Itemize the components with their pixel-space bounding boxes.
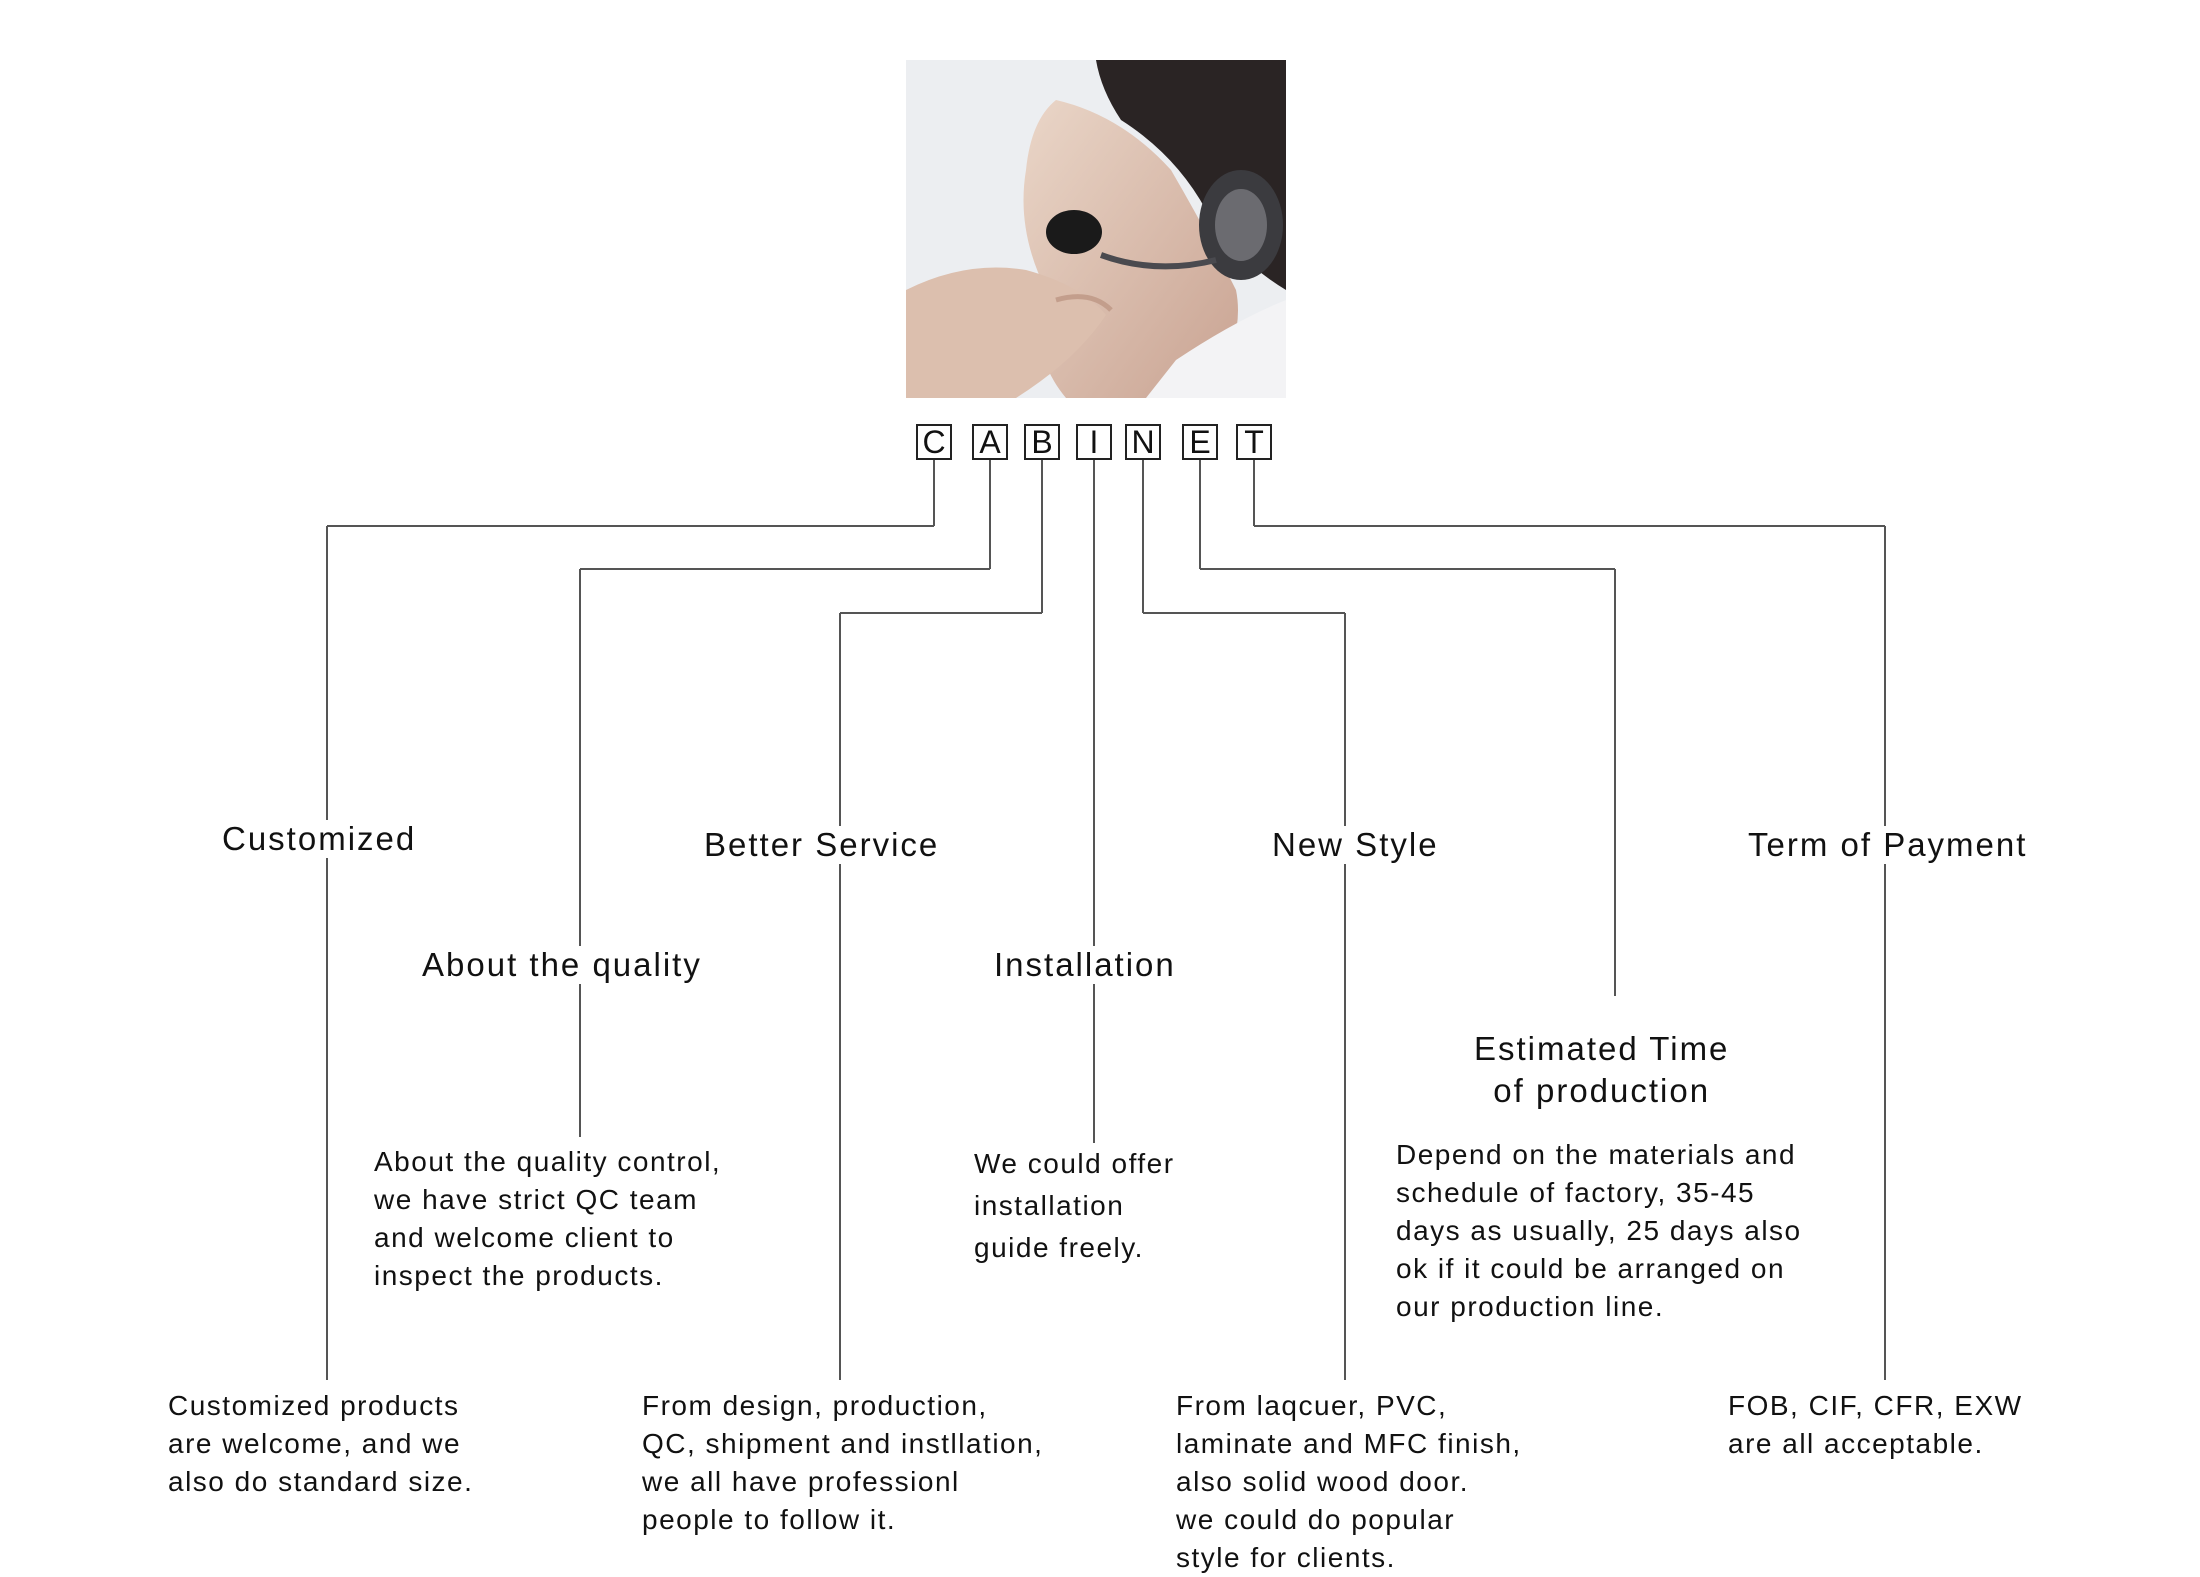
title-term-of-payment: Term of Payment <box>1744 826 2032 864</box>
support-agent-photo <box>906 60 1286 398</box>
desc-estimated-time: Depend on the materials and schedule of … <box>1396 1136 1802 1326</box>
letter-t: T <box>1236 424 1272 460</box>
title-about-quality: About the quality <box>418 946 706 984</box>
desc-about-quality: About the quality control, we have stric… <box>374 1143 722 1295</box>
desc-customized: Customized products are welcome, and we … <box>168 1387 474 1501</box>
letter-i: I <box>1076 424 1112 460</box>
title-new-style: New Style <box>1268 826 1443 864</box>
letter-e: E <box>1182 424 1218 460</box>
letter-b: B <box>1024 424 1060 460</box>
desc-term-of-payment: FOB, CIF, CFR, EXW are all acceptable. <box>1728 1387 2023 1463</box>
title-estimated-time: Estimated Time of production <box>1470 1028 1734 1112</box>
letter-c: C <box>916 424 952 460</box>
desc-better-service: From design, production, QC, shipment an… <box>642 1387 1044 1539</box>
title-better-service: Better Service <box>700 826 944 864</box>
desc-installation: We could offer installation guide freely… <box>974 1143 1175 1269</box>
title-installation: Installation <box>990 946 1180 984</box>
title-customized: Customized <box>218 820 421 858</box>
desc-new-style: From laqcuer, PVC, laminate and MFC fini… <box>1176 1387 1522 1577</box>
letter-n: N <box>1125 424 1161 460</box>
letter-a: A <box>972 424 1008 460</box>
